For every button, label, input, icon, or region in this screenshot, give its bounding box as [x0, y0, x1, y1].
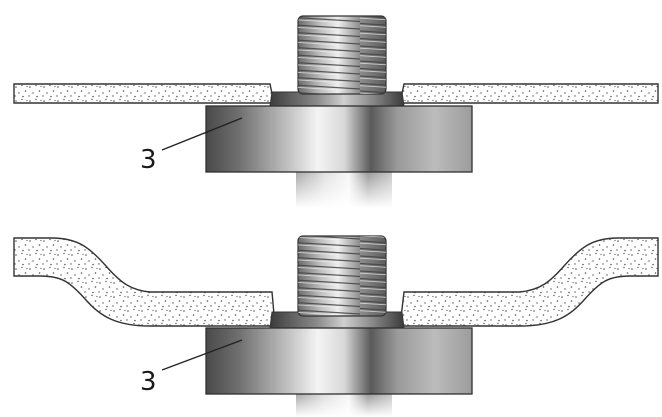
callout-label-top: 3 [140, 145, 157, 175]
nut-body-bottom [205, 327, 473, 395]
sheet-formed-left [13, 237, 276, 327]
sheet-flat-right [399, 83, 659, 104]
callout-label-bottom: 3 [140, 367, 157, 397]
nut-body [205, 105, 473, 173]
leader-line-bottom [161, 339, 243, 371]
sheet-formed-right [399, 237, 659, 327]
sheet-flat-left [13, 83, 275, 104]
leader-line-top [161, 117, 243, 151]
bottom-assembly: 3 [13, 235, 659, 417]
top-assembly: 3 [13, 15, 659, 208]
